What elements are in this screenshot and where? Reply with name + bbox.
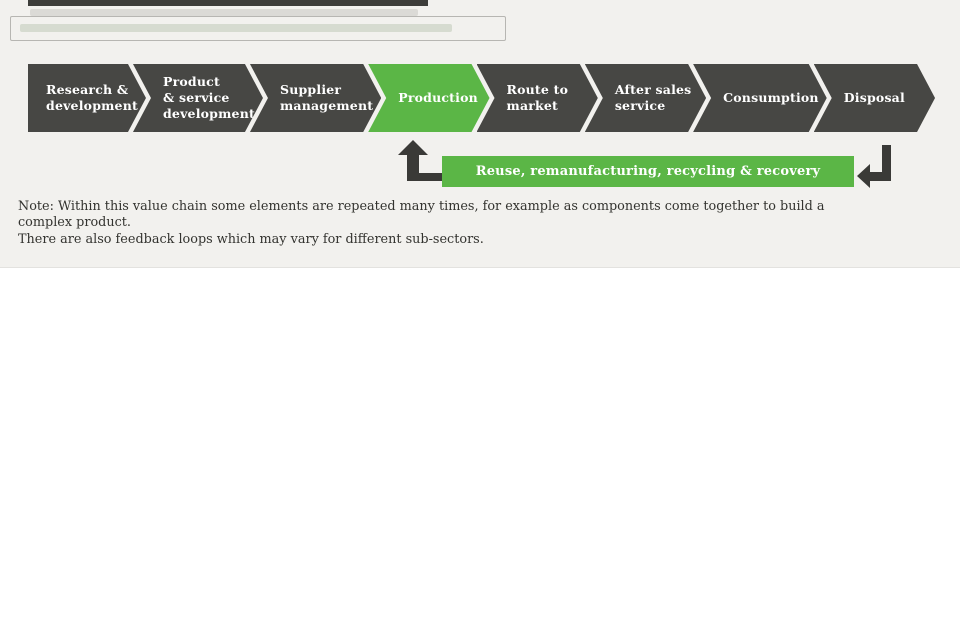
- chain-step-after-sales-service: After sales service: [585, 64, 706, 132]
- chain-step-label: Product & service development: [162, 73, 255, 122]
- cropped-caption-box: [10, 16, 506, 41]
- loop-arrow-return-icon: [857, 145, 891, 188]
- figure-panel: Research & development Product & service…: [0, 0, 960, 268]
- cropped-caption-text-artifact: [20, 24, 452, 32]
- chain-step-product-service-development: Product & service development: [133, 64, 263, 132]
- loop-arrow-up-icon: [398, 140, 444, 181]
- chain-step-label: Route to market: [506, 81, 569, 113]
- chain-step-route-to-market: Route to market: [477, 64, 598, 132]
- chain-step-label: Consumption: [723, 89, 819, 105]
- chain-step-production: Production: [368, 64, 489, 132]
- chain-step-consumption: Consumption: [693, 64, 827, 132]
- chain-step-label: After sales service: [614, 81, 692, 113]
- chain-step-disposal: Disposal: [814, 64, 935, 132]
- chain-step-research-development: Research & development: [28, 64, 146, 132]
- chain-step-supplier-management: Supplier management: [250, 64, 381, 132]
- loop-bar-label: Reuse, remanufacturing, recycling & reco…: [475, 164, 821, 179]
- cropped-text-artifact: [30, 9, 418, 16]
- cropped-header-artifact: [28, 0, 428, 6]
- figure-note: Note: Within this value chain some eleme…: [18, 199, 825, 247]
- chain-step-label: Supplier management: [279, 81, 374, 113]
- chain-step-label: Disposal: [843, 89, 905, 105]
- chain-step-label: Production: [398, 89, 478, 105]
- value-chain: Research & development Product & service…: [28, 64, 935, 132]
- loop-bar: Reuse, remanufacturing, recycling & reco…: [442, 156, 854, 187]
- chain-step-label: Research & development: [46, 81, 138, 113]
